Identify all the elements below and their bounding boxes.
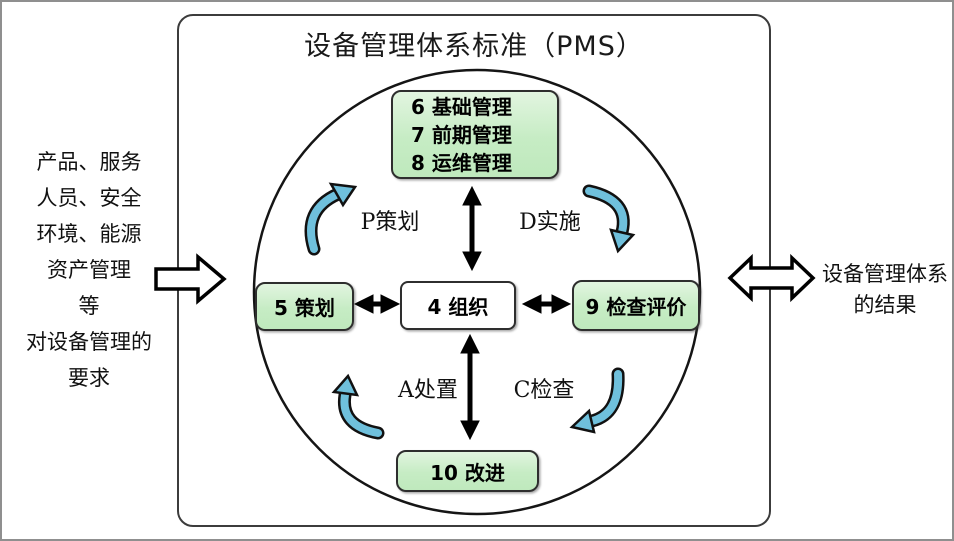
label-do: D实施 [519,210,581,235]
curved-arrow-plan [304,182,358,256]
box-label: 4 组织 [427,295,489,319]
label-act: A处置 [398,378,458,403]
horizontal-double-arrow-right [521,294,572,314]
input-requirements-note: 产品、服务 人员、安全 环境、能源 资产管理 等 对设备管理的 要求 [10,144,168,396]
input-block-arrow [154,253,227,305]
box-organization: 4 组织 [400,281,516,330]
note-line: 人员、安全 [36,186,142,210]
vertical-double-arrow-bottom [460,333,480,441]
box-line: 6 基础管理 [411,94,512,119]
note-line: 等 [78,294,100,318]
box-planning: 5 策划 [255,282,354,331]
curved-arrow-check [569,367,625,434]
box-label: 10 改进 [430,460,505,485]
note-line: 对设备管理的 [26,330,152,354]
label-check: C检查 [513,378,575,403]
pdca-circle [252,68,702,516]
diagram-title: 设备管理体系标准（PMS） [304,31,644,62]
curved-arrow-act [331,373,385,440]
note-line: 资产管理 [47,258,131,282]
output-block-arrow [727,253,816,303]
box-check-evaluation: 9 检查评价 [572,280,700,331]
horizontal-double-arrow-left [353,294,401,314]
note-line: 的结果 [853,293,917,317]
curved-arrow-do [582,184,636,254]
note-line: 产品、服务 [36,150,142,174]
vertical-double-arrow-top [462,185,482,272]
box-foundation-early-om: 6 基础管理 7 前期管理 8 运维管理 [391,90,559,179]
note-line: 设备管理体系 [822,262,948,286]
box-line: 7 前期管理 [411,122,512,147]
box-label: 9 检查评价 [585,295,687,319]
box-line: 8 运维管理 [411,150,512,175]
output-results-note: 设备管理体系 的结果 [816,259,952,321]
note-line: 要求 [68,366,110,390]
note-line: 环境、能源 [36,222,142,246]
box-label: 5 策划 [274,296,335,320]
box-improvement: 10 改进 [396,450,539,492]
label-plan: P策划 [360,210,420,235]
